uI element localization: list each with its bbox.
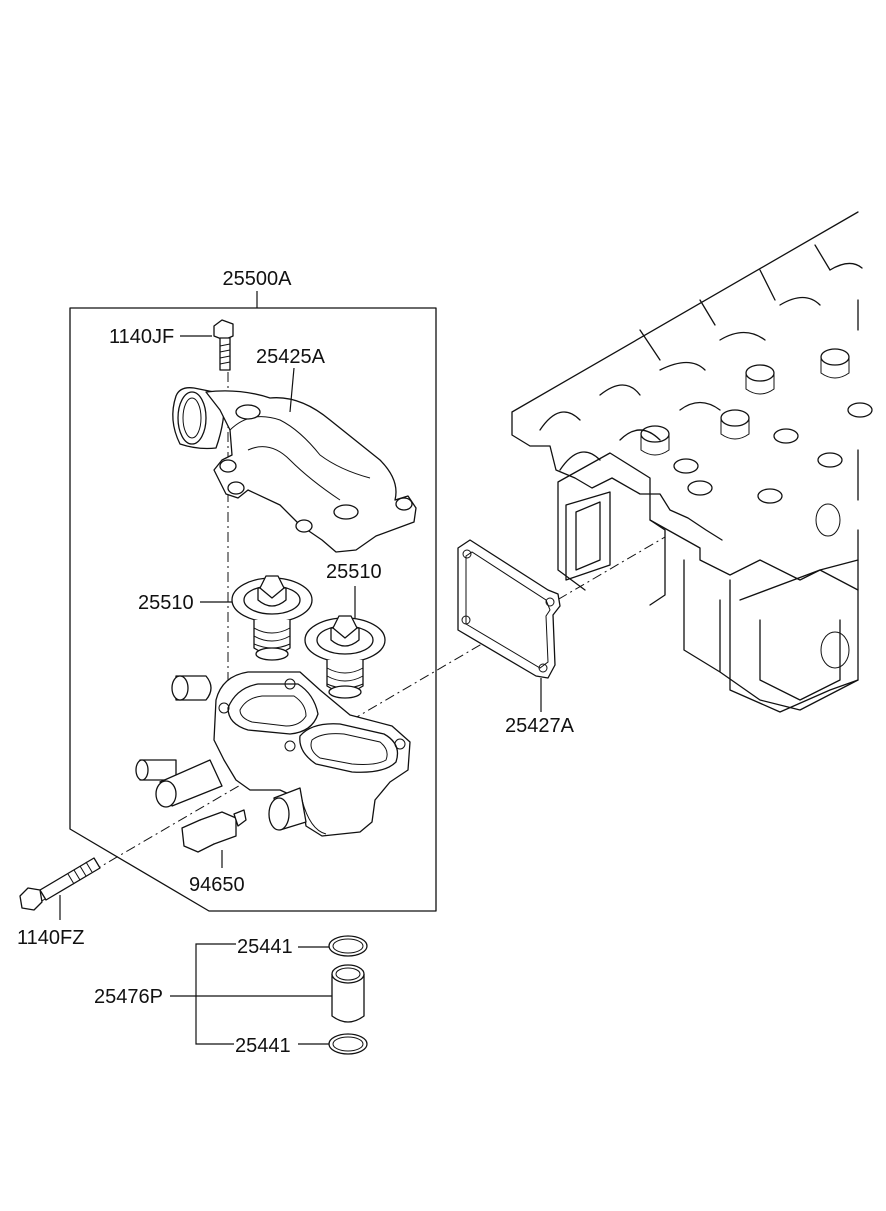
pipe-and-orings — [170, 935, 368, 1055]
thermostat-25510-left — [200, 575, 313, 661]
label-oring-bottom: 25441 — [235, 1035, 291, 1057]
gasket-25427a — [457, 539, 561, 712]
thermostat-25510-right — [304, 586, 386, 699]
assembly-frame — [69, 291, 437, 912]
label-sensor: 94650 — [189, 874, 245, 896]
label-bolt-top: 1140JF — [109, 326, 174, 348]
bolt-1140fz — [19, 857, 101, 920]
cylinder-head — [511, 211, 873, 713]
label-pipe: 25476P — [94, 986, 163, 1008]
sensor-94650 — [181, 809, 247, 868]
label-bolt-long: 1140FZ — [17, 927, 84, 949]
label-housing-cover: 25425A — [256, 346, 326, 368]
label-thermostat-left: 25510 — [138, 592, 194, 614]
thermostat-housing — [135, 671, 411, 837]
housing-cover-25425a — [172, 367, 417, 553]
label-gasket: 25427A — [505, 715, 575, 737]
label-oring-top: 25441 — [237, 936, 293, 958]
bolt-1140jf — [180, 319, 234, 371]
label-thermostat-right: 25510 — [326, 561, 382, 583]
label-assembly: 25500A — [223, 268, 293, 290]
